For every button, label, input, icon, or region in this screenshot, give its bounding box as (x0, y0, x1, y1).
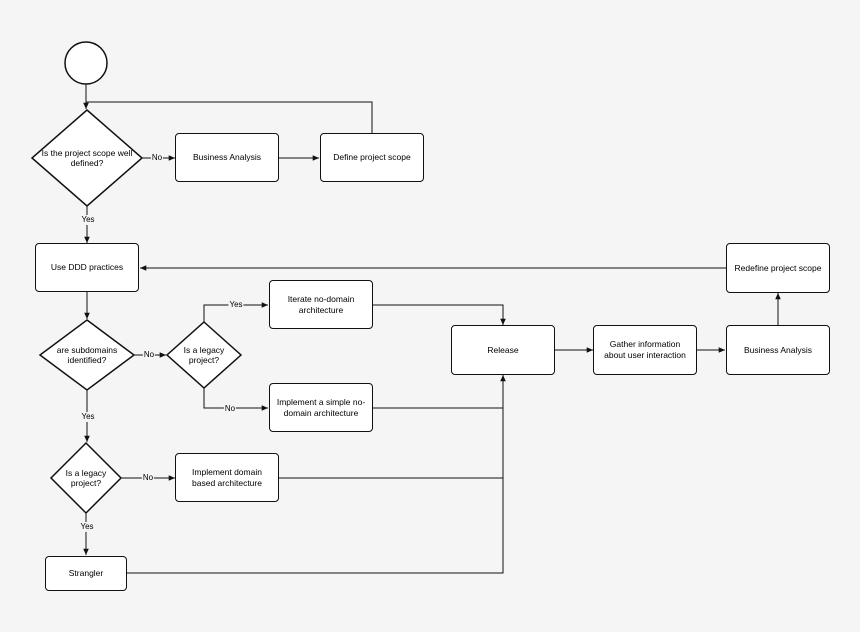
legacy2-no-label: No (141, 473, 155, 483)
edge-legacy1-no (203, 388, 268, 411)
strangler-box: Strangler (45, 556, 127, 591)
release-box: Release (451, 325, 555, 375)
legacy1-no-label: No (223, 404, 237, 414)
business-analysis-box: Business Analysis (175, 133, 279, 182)
scope-yes-label: Yes (80, 215, 96, 225)
subdomains-no-label: No (142, 350, 156, 360)
implement-simple-box: Implement a simple no-domain architectur… (269, 383, 373, 432)
edge-strangler-to-release (127, 375, 506, 574)
edge-legacy1-yes (203, 302, 268, 322)
gather-info-box: Gather information about user interactio… (593, 325, 697, 375)
scope-no-label: No (150, 153, 164, 163)
legacy2-yes-label: Yes (79, 522, 95, 532)
legacy-2-label: Is a legacy project? (65, 467, 107, 488)
edge-define-scope-loop (86, 101, 373, 133)
legacy-1-label: Is a legacy project? (183, 344, 225, 365)
define-scope-box: Define project scope (320, 133, 424, 182)
use-ddd-box: Use DDD practices (35, 243, 139, 292)
iterate-nodomain-box: Iterate no-domain architecture (269, 280, 373, 329)
subdomains-yes-label: Yes (80, 412, 96, 422)
start-node (64, 41, 108, 85)
implement-domain-box: Implement domain based architecture (175, 453, 279, 502)
edge-iterate-to-release (373, 304, 506, 325)
redefine-scope-box: Redefine project scope (726, 243, 830, 293)
legacy1-yes-label: Yes (228, 300, 244, 310)
scope-defined-label: Is the project scope well defined? (41, 147, 133, 168)
business-analysis-2-box: Business Analysis (726, 325, 830, 375)
subdomains-identified-label: are subdomains identified? (56, 344, 118, 365)
